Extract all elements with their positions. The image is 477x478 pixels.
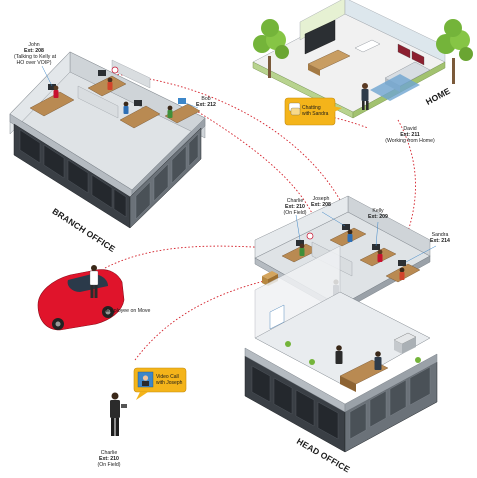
caption-text: with Sandra — [302, 111, 329, 117]
clock-icon — [306, 232, 314, 240]
label-leaders — [41, 65, 437, 263]
tree-icon — [436, 19, 473, 84]
person-icon — [347, 229, 353, 242]
person-icon — [377, 249, 383, 262]
person-icon — [167, 105, 173, 118]
person-ext: Ext: 214 — [430, 238, 450, 244]
chat-caption: Chatting with Sandra — [302, 105, 336, 117]
person-icon — [89, 265, 99, 298]
person-name: David — [403, 126, 417, 132]
phone-icon — [121, 404, 127, 408]
label-employee-on-move: Employee on Move — [106, 308, 156, 314]
video-call-icon — [133, 367, 187, 400]
caption-text: Employee on Move — [106, 308, 151, 314]
person-ext: Ext: 212 — [196, 102, 216, 108]
person-icon — [335, 345, 343, 364]
clock-icon — [111, 66, 119, 74]
car-icon — [37, 269, 125, 331]
person-icon — [299, 243, 305, 256]
label-joseph: Joseph Ext: 208 — [306, 196, 336, 208]
caption-text: Video Call — [156, 374, 179, 380]
caption-text: with Joseph — [156, 380, 183, 386]
label-bob: Bob Ext: 212 — [192, 96, 220, 108]
person-name: Charlie — [286, 198, 304, 204]
branch-desks — [29, 59, 201, 129]
person-ext: Ext: 211 — [400, 132, 420, 138]
person-ext: Ext: 209 — [368, 214, 388, 220]
person-note: (On Field) — [283, 210, 307, 216]
person-note: (Talking to Kelly at — [14, 54, 57, 60]
label-charlie-ho: Charlie Ext: 210 (On Field) — [280, 198, 310, 216]
caption-text: Chatting — [302, 105, 321, 111]
person-icon — [110, 392, 127, 436]
branch-office-building — [9, 51, 206, 229]
person-ext: Ext: 210 — [285, 204, 305, 210]
label-john: John Ext: 208 (Talking to Kelly at HO ov… — [14, 42, 57, 66]
person-note: (On Field) — [97, 462, 121, 468]
person-name: Kelly — [372, 208, 384, 214]
person-icon — [53, 85, 59, 98]
label-david: David Ext: 211 (Working from Home) — [382, 126, 438, 144]
head-office-building — [244, 195, 438, 453]
person-icon — [361, 83, 369, 110]
person-icon — [374, 351, 382, 370]
person-name: John — [28, 42, 40, 48]
label-kelly: Kelly Ext: 209 — [364, 208, 392, 220]
person-note: (Working from Home) — [385, 138, 435, 144]
chat-bubble-icon — [284, 97, 342, 126]
label-sandra: Sandra Ext: 214 — [426, 232, 454, 244]
person-icon — [399, 267, 405, 280]
link-home-head — [397, 119, 416, 241]
tree-icon — [253, 19, 289, 78]
person-name: Bob — [201, 96, 211, 102]
person-icon — [107, 77, 113, 90]
home-building — [252, 0, 473, 126]
person-name: Sandra — [431, 232, 449, 238]
person-icon — [123, 101, 129, 114]
person-ext: Ext: 208 — [311, 202, 331, 208]
person-ext: Ext: 208 — [24, 48, 44, 54]
person-note: HO over VOIP) — [16, 60, 52, 66]
link-car-head — [104, 245, 301, 269]
person-name: Charlie — [100, 450, 118, 456]
person-name: Joseph — [312, 196, 330, 202]
tv-icon — [304, 19, 336, 55]
person-ext: Ext: 210 — [99, 456, 119, 462]
video-caption: Video Call with Joseph — [156, 374, 186, 386]
link-bob-head — [194, 109, 321, 236]
label-charlie-field: Charlie Ext: 210 (On Field) — [94, 450, 124, 468]
